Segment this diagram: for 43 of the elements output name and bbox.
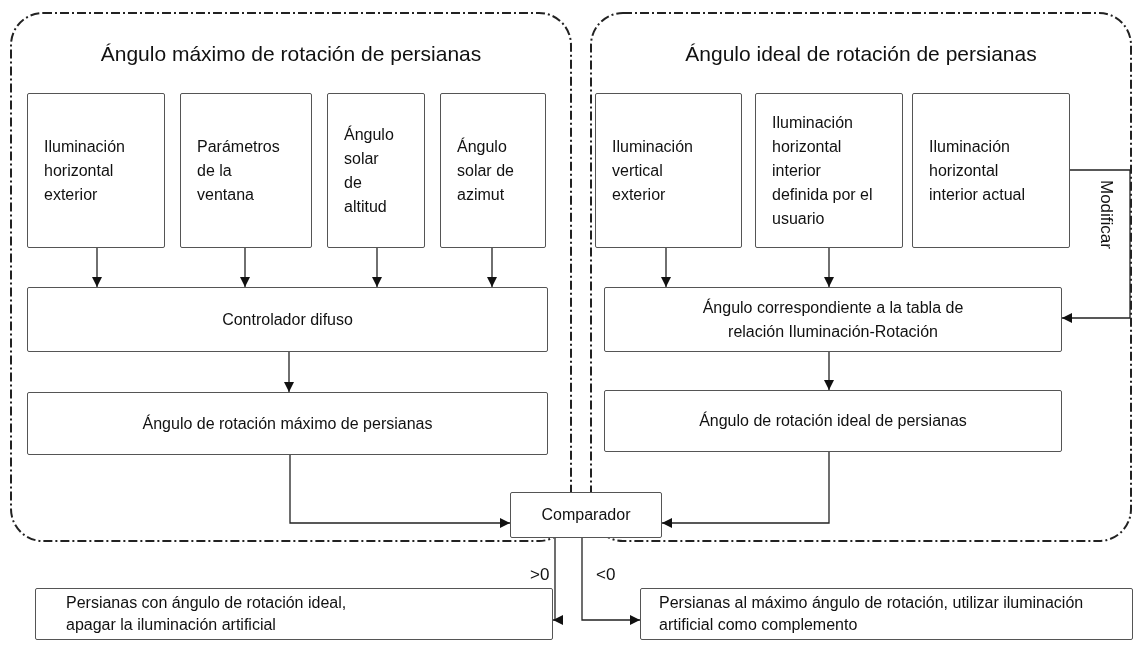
box-text: Controlador difuso (222, 309, 353, 330)
box-text: Ángulo correspondiente a la tabla de relación Iluminación-Rotación (701, 297, 965, 342)
arrow (661, 247, 671, 288)
box-text: Ángulo de rotación ideal de persianas (699, 410, 967, 431)
box-text: Iluminación horizontal interior definida por el usuario (772, 112, 874, 229)
arrow (824, 351, 834, 391)
arrow (661, 451, 830, 528)
box-text: Iluminación vertical exterior (612, 136, 694, 205)
process-box (912, 93, 1070, 248)
box-text: Iluminación horizontal exterior (44, 136, 126, 205)
box-text: Persianas al máximo ángulo de rotación, utilizar iluminación artificial como complemento (659, 593, 1085, 635)
process-box (510, 492, 662, 538)
arrow (240, 247, 250, 288)
process-box (27, 392, 548, 455)
group-title: Ángulo máximo de rotación de persianas (99, 42, 483, 66)
process-box (27, 287, 548, 352)
box-text: Iluminación horizontal interior actual (929, 136, 1027, 205)
arrow (92, 247, 102, 288)
box-text: Comparador (541, 505, 631, 525)
arrow (581, 537, 641, 625)
arrow (284, 351, 294, 393)
process-box (180, 93, 312, 248)
arrow (1061, 169, 1131, 323)
box-text: Persianas con ángulo de rotación ideal, apagar la iluminación artificial (66, 593, 348, 635)
box-text: Ángulo solar de azimut (457, 136, 515, 205)
group-title: Ángulo ideal de rotación de persianas (684, 42, 1038, 66)
process-box (640, 588, 1133, 640)
process-box (595, 93, 742, 248)
process-box (604, 287, 1062, 352)
box-text: Parámetros de la ventana (197, 136, 281, 205)
arrow (487, 247, 497, 288)
process-box (604, 390, 1062, 452)
arrow (372, 247, 382, 288)
box-text: Ángulo solar de altitud (344, 124, 395, 217)
arrow (552, 537, 563, 625)
process-box (35, 588, 553, 640)
box-text: Ángulo de rotación máximo de persianas (142, 413, 433, 434)
process-box (27, 93, 165, 248)
arrow (289, 454, 511, 528)
process-box (440, 93, 546, 248)
process-box (755, 93, 903, 248)
arrow (824, 247, 834, 288)
process-box (327, 93, 425, 248)
